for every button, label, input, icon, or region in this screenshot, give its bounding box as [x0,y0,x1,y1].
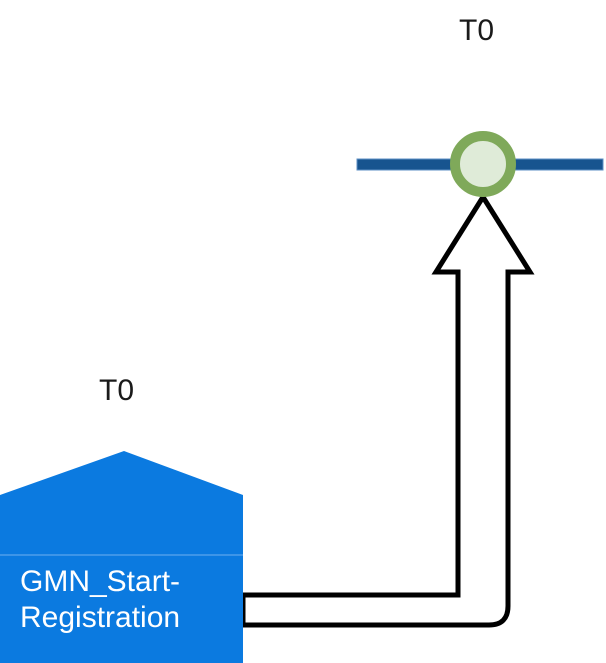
task-pentagon-shape[interactable] [0,451,243,663]
sequence-flow-connector[interactable] [240,192,535,628]
event-label-t0: T0 [459,14,495,47]
task-name-line-1: GMN_Start- [20,565,181,598]
event-circle-ring[interactable] [450,131,516,197]
task-name-block: GMN_Start- Registration [0,564,243,636]
task-label-t0: T0 [99,374,135,407]
task-name-line-2: Registration [20,601,181,634]
lane-line-right [508,158,604,171]
